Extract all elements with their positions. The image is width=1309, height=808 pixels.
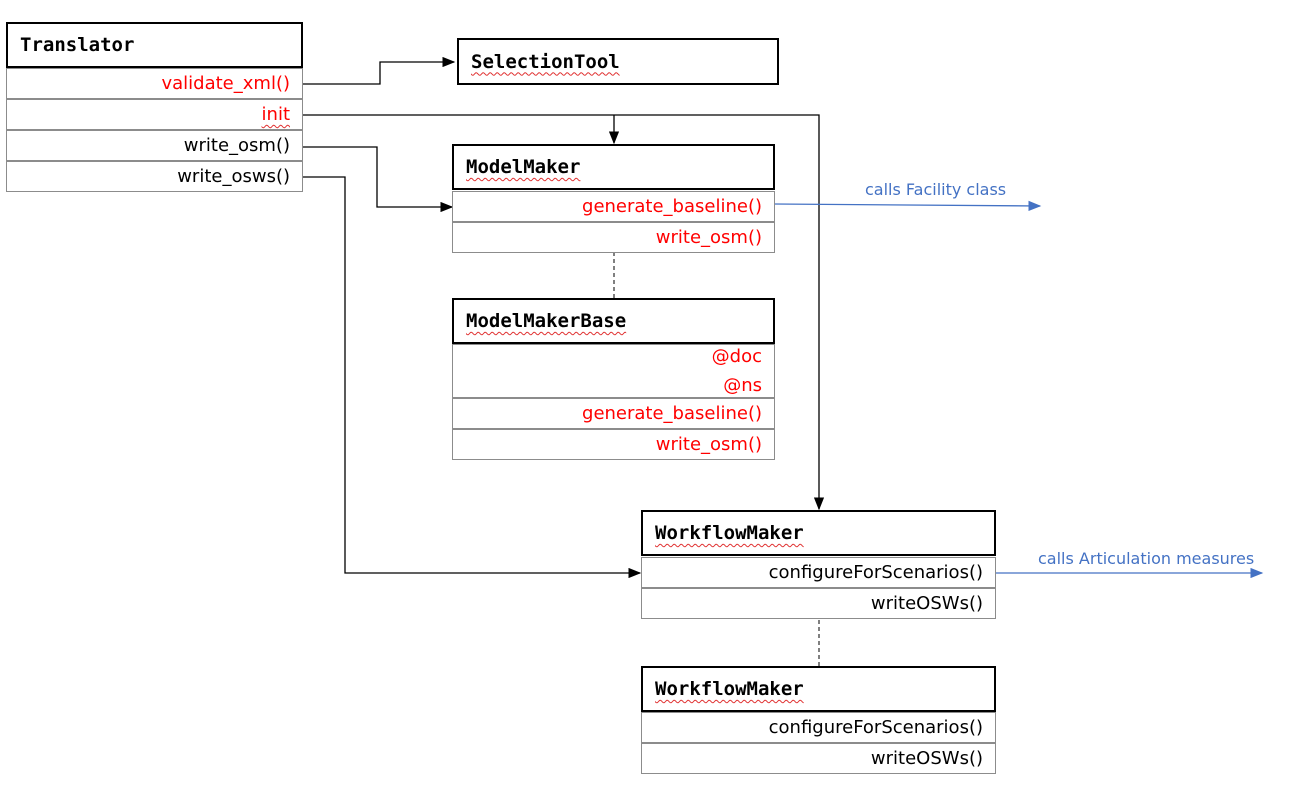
- workflowmaker-base-class: WorkflowMaker configureForScenarios() wr…: [641, 666, 996, 774]
- arrow-facility-call: [773, 200, 1042, 212]
- workflowmaker-class: WorkflowMaker configureForScenarios() wr…: [641, 510, 996, 620]
- arrow-writeosws-to-workflowmaker: [302, 176, 642, 579]
- translator-member-init: init: [6, 99, 303, 130]
- arrow-writeosm-to-modelmaker: [302, 146, 454, 213]
- modelmakerbase-member-write-osm: write_osm(): [452, 429, 775, 460]
- translator-title: Translator: [6, 22, 303, 68]
- modelmakerbase-title: ModelMakerBase: [452, 298, 775, 344]
- arrow-validate-to-selectiontool: [302, 56, 456, 85]
- translator-member-write-osws: write_osws(): [6, 161, 303, 192]
- modelmaker-class: ModelMaker generate_baseline() write_osm…: [452, 144, 775, 254]
- modelmakerbase-attributes: @doc @ns: [452, 344, 775, 398]
- arrow-init-to-workflowmaker: [302, 114, 825, 511]
- translator-member-validate-xml: validate_xml(): [6, 68, 303, 99]
- workflowmaker-member-writeosws: writeOSWs(): [641, 588, 996, 619]
- articulation-annotation: calls Articulation measures: [1038, 549, 1255, 568]
- workflowmaker-title: WorkflowMaker: [641, 510, 996, 556]
- workflowmaker-member-configure: configureForScenarios(): [641, 557, 996, 588]
- workflowmaker-base-title: WorkflowMaker: [641, 666, 996, 712]
- selectiontool-class: SelectionTool: [457, 38, 779, 85]
- modelmaker-member-generate-baseline: generate_baseline(): [452, 191, 775, 222]
- facility-annotation: calls Facility class: [865, 180, 1007, 199]
- modelmaker-title: ModelMaker: [452, 144, 775, 190]
- translator-class: Translator validate_xml() init write_osm…: [6, 22, 303, 192]
- workflowmaker-base-member-configure: configureForScenarios(): [641, 712, 996, 743]
- modelmakerbase-attr-doc: @doc: [711, 346, 762, 367]
- modelmakerbase-attr-ns: @ns: [723, 375, 762, 396]
- modelmakerbase-member-generate-baseline: generate_baseline(): [452, 398, 775, 429]
- modelmaker-member-write-osm: write_osm(): [452, 222, 775, 253]
- translator-member-write-osm: write_osm(): [6, 130, 303, 161]
- modelmakerbase-class: ModelMakerBase @doc @ns generate_baselin…: [452, 298, 775, 460]
- workflowmaker-base-member-writeosws: writeOSWs(): [641, 743, 996, 774]
